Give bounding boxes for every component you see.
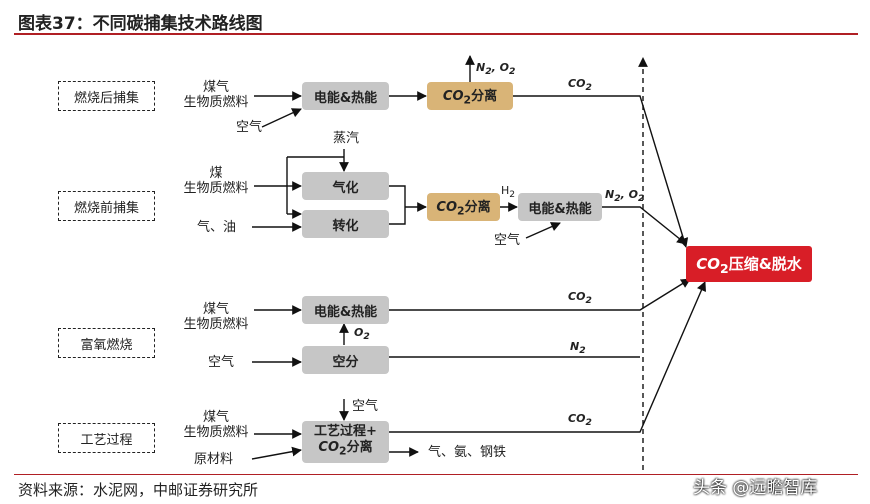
steam-label: 蒸汽 xyxy=(333,131,360,146)
watermark: 头条 @远瞻智库 xyxy=(693,478,818,498)
proc-air-label: 空气 xyxy=(352,399,379,414)
route-post-combustion: 燃烧后捕集 xyxy=(58,81,155,111)
process-co2-separation-box: 工艺过程+ CO2分离 xyxy=(302,421,389,463)
co2-compression-dehydration-box: CO2压缩&脱水 xyxy=(686,246,812,282)
proc-fuel-label: 煤气 生物质燃料 xyxy=(183,410,249,440)
oxy-fuel-label: 煤气 生物质燃料 xyxy=(183,302,249,332)
post-air-label: 空气 xyxy=(236,120,263,135)
proc-raw-label: 原材料 xyxy=(194,452,234,467)
footer-rule xyxy=(14,474,858,475)
n2-label: N2 xyxy=(570,340,586,357)
title-rule xyxy=(14,33,858,35)
proc-output-label: 气、氨、钢铁 xyxy=(428,445,507,460)
post-fuel-label: 煤气 生物质燃料 xyxy=(183,80,249,110)
process-co2-label: CO2 xyxy=(568,412,592,429)
air-separation-box: 空分 xyxy=(302,346,389,374)
h2-label: H2 xyxy=(501,184,516,201)
route-industrial-process: 工艺过程 xyxy=(58,423,155,453)
oxy-power-box: 电能&热能 xyxy=(302,296,389,324)
top-n2-o2-label: N2, O2 xyxy=(476,61,516,78)
pre-air-label: 空气 xyxy=(494,233,521,248)
pre-n2-o2-label: N2, O2 xyxy=(605,188,645,205)
pre-coal-label: 煤 生物质燃料 xyxy=(183,166,249,196)
pre-gas-oil-label: 气、油 xyxy=(197,220,237,235)
pre-power-box: 电能&热能 xyxy=(518,193,602,221)
shift-conversion-box: 转化 xyxy=(302,210,389,238)
oxy-co2-label: CO2 xyxy=(568,290,592,307)
pre-co2-separation-box: CO2分离 xyxy=(427,193,500,221)
figure-title: 图表37：不同碳捕集技术路线图 xyxy=(18,14,263,34)
gasification-box: 气化 xyxy=(302,172,389,200)
oxy-air-label: 空气 xyxy=(208,355,235,370)
source-note: 资料来源：水泥网，中邮证券研究所 xyxy=(18,481,259,499)
post-co2-separation-box: CO2分离 xyxy=(427,82,513,110)
o2-label: O2 xyxy=(354,326,370,343)
route-oxy-fuel: 富氧燃烧 xyxy=(58,328,155,358)
post-power-box: 电能&热能 xyxy=(302,82,389,110)
post-co2-label: CO2 xyxy=(568,77,592,94)
route-pre-combustion: 燃烧前捕集 xyxy=(58,191,155,221)
